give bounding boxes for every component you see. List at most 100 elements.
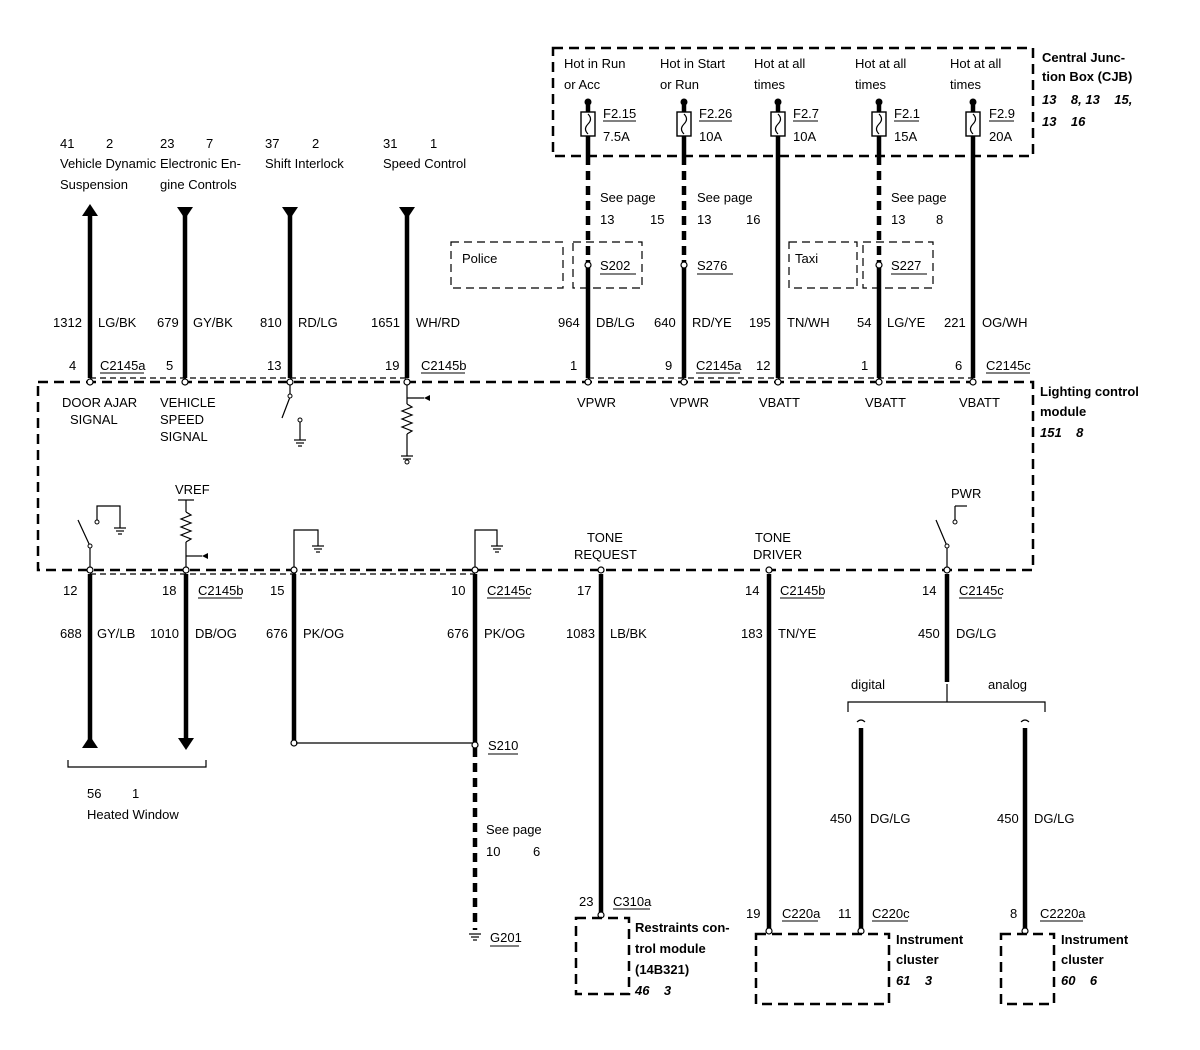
arrow-up-icon	[82, 736, 98, 748]
switch-icon	[77, 505, 126, 567]
dest-ref: 2	[106, 136, 113, 151]
tone-request-label: REQUEST	[574, 547, 637, 562]
vss-label: VEHICLE	[160, 395, 216, 410]
fuse-id: F2.1	[894, 106, 920, 121]
bottom-wires: 688 GY/LB 1010 DB/OG 676 PK/OG 676 PK/OG…	[60, 574, 1074, 947]
pin-number: 9	[665, 358, 672, 373]
module-title-1: Lighting control	[1040, 384, 1139, 399]
pin-number: 18	[162, 583, 176, 598]
fuse-hot-label: or Acc	[564, 77, 601, 92]
connector-id: C2145b	[780, 583, 826, 598]
pin-number: 13	[267, 358, 281, 373]
circuit-number: 54	[857, 315, 871, 330]
connector-id: C2145b	[198, 583, 244, 598]
pin-number: 8	[1010, 906, 1017, 921]
vss-label: SIGNAL	[160, 429, 208, 444]
fuse-f2-7: Hot at all times F2.7 10A	[754, 56, 819, 156]
ground-icon	[474, 529, 503, 567]
fuse-terminal	[875, 98, 883, 106]
door-ajar-label: DOOR AJAR	[62, 395, 137, 410]
switch-icon	[281, 385, 306, 447]
circuit-number: 676	[266, 626, 288, 641]
circuit-number: 1312	[53, 315, 82, 330]
fuse-hot-label: Hot at all	[855, 56, 906, 71]
police-option-box	[450, 241, 564, 289]
circuit-number: 450	[997, 811, 1019, 826]
cjb-outline	[551, 46, 1035, 158]
splice-dot	[680, 261, 688, 269]
restraints-ref: 46 3	[634, 983, 672, 998]
dest-label: Speed Control	[383, 156, 466, 171]
vbatt-label: VBATT	[959, 395, 1000, 410]
analog-label: analog	[988, 677, 1027, 692]
cluster-label: Instrument	[1061, 932, 1129, 947]
circuit-number: 221	[944, 315, 966, 330]
top-left-destinations: 41 2 Vehicle Dynamic Suspension 23 7 Ele…	[60, 136, 466, 378]
wire-color: TN/WH	[787, 315, 830, 330]
see-page-ref: 16	[746, 212, 760, 227]
fuse-hot-label: times	[950, 77, 982, 92]
pin-number: 14	[922, 583, 936, 598]
circuit-number: 183	[741, 626, 763, 641]
splice-dot	[875, 261, 883, 269]
fuse-rating: 10A	[793, 129, 816, 144]
instrument-cluster-digital: 19 C220a 11 C220c Instrument cluster 61 …	[746, 906, 964, 1006]
dest-ref: 2	[312, 136, 319, 151]
cjb-ref-2: 13 16	[1042, 114, 1086, 129]
fuse-hot-label: Hot in Start	[660, 56, 725, 71]
wire-color: DG/LG	[1034, 811, 1074, 826]
module-title-2: module	[1040, 404, 1086, 419]
pwr-label: PWR	[951, 486, 981, 501]
pin-number: 17	[577, 583, 591, 598]
fuse-f2-1: Hot at all times F2.1 15A	[855, 56, 920, 156]
pin-number: 12	[756, 358, 770, 373]
pin-number: 19	[746, 906, 760, 921]
see-page-ref: 6	[533, 844, 540, 859]
dest-label: Electronic En-	[160, 156, 241, 171]
dest-label: Suspension	[60, 177, 128, 192]
ground-label: G201	[490, 930, 522, 945]
pin-number: 11	[838, 906, 852, 921]
fuse-terminal	[774, 98, 782, 106]
pin-number: 10	[451, 583, 465, 598]
cjb-title-1: Central Junc-	[1042, 50, 1125, 65]
wire-color: PK/OG	[303, 626, 344, 641]
wire-color: LB/BK	[610, 626, 647, 641]
dest-ref: 37	[265, 136, 279, 151]
circuit-number: 810	[260, 315, 282, 330]
circuit-number: 688	[60, 626, 82, 641]
fuse-hot-label: Hot in Run	[564, 56, 625, 71]
fuse-f2-9: Hot at all times F2.9 20A	[950, 56, 1015, 156]
cluster-label: cluster	[896, 952, 939, 967]
vbatt-label: VBATT	[865, 395, 906, 410]
fuse-rating: 20A	[989, 129, 1012, 144]
wire-color: LG/BK	[98, 315, 137, 330]
see-page-ref: 10	[486, 844, 500, 859]
dest-label: Vehicle Dynamic	[60, 156, 157, 171]
splice-box	[862, 241, 934, 289]
fuse-id: F2.15	[603, 106, 636, 121]
switch-icon	[935, 505, 967, 567]
pin-number: 1	[861, 358, 868, 373]
vref-label: VREF	[175, 482, 210, 497]
tone-driver-label: TONE	[755, 530, 791, 545]
dest-ref: 1	[430, 136, 437, 151]
restraints-box	[574, 916, 631, 996]
digital-analog-bracket	[847, 701, 1046, 712]
connector-id: C2145c	[487, 583, 532, 598]
restraints-label: (14B321)	[635, 962, 689, 977]
fuse-rating: 10A	[699, 129, 722, 144]
restraints-label: Restraints con-	[635, 920, 730, 935]
cjb-title-2: tion Box (CJB)	[1042, 69, 1132, 84]
wire-color: LG/YE	[887, 315, 926, 330]
see-page-label: See page	[600, 190, 656, 205]
cluster-label: cluster	[1061, 952, 1104, 967]
splice-dot	[584, 261, 592, 269]
dest-ref: 31	[383, 136, 397, 151]
pin-number: 23	[579, 894, 593, 909]
vpwr-label: VPWR	[577, 395, 616, 410]
fuse-terminal	[680, 98, 688, 106]
circuit-number: 640	[654, 315, 676, 330]
arrow-down-icon	[177, 207, 193, 219]
see-page-ref: 13	[697, 212, 711, 227]
